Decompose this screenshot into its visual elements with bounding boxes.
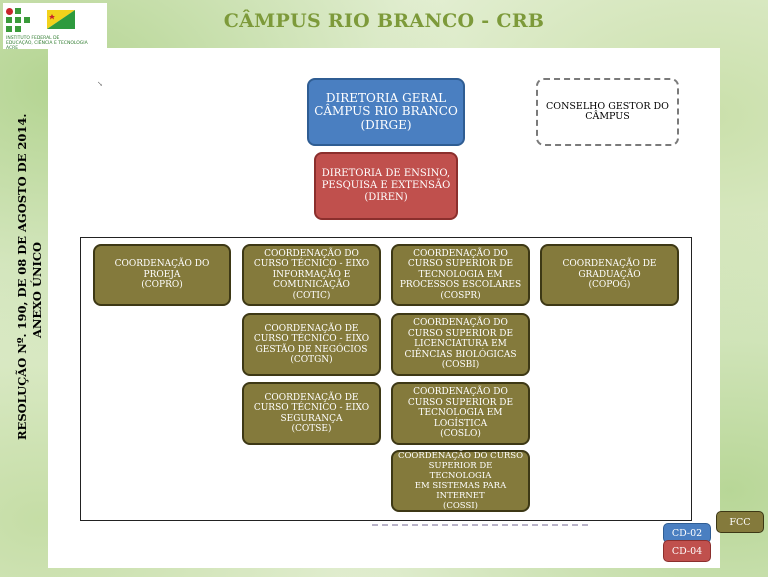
- small-marker: ↘: [97, 80, 103, 88]
- cotse-box[interactable]: COORDENAÇÃO DE CURSO TÉCNICO - EIXO SEGU…: [242, 382, 381, 445]
- logo-red-dot: [6, 8, 13, 15]
- logo-square: [15, 8, 21, 14]
- institute-logo: INSTITUTO FEDERAL DE EDUCAÇÃO, CIÊNCIA E…: [3, 3, 107, 51]
- conselho-gestor-box[interactable]: CONSELHO GESTOR DO CÂMPUS: [536, 78, 679, 146]
- cosbi-box[interactable]: COORDENAÇÃO DO CURSO SUPERIOR DE LICENCI…: [391, 313, 530, 376]
- cossi-box[interactable]: COORDENAÇÃO DO CURSO SUPERIOR DE TECNOLO…: [391, 450, 530, 512]
- logo-text: INSTITUTO FEDERAL DE EDUCAÇÃO, CIÊNCIA E…: [6, 36, 88, 51]
- coordinations-frame: [80, 237, 692, 521]
- cospr-box[interactable]: COORDENAÇÃO DO CURSO SUPERIOR DE TECNOLO…: [391, 244, 530, 306]
- legend-fcc: FCC: [716, 511, 764, 533]
- page-title: CÂMPUS RIO BRANCO - CRB: [223, 10, 545, 32]
- logo-square: [24, 17, 30, 23]
- resolution-vertical-text: RESOLUÇÃO Nº. 190, DE 08 DE AGOSTO DE 20…: [15, 113, 44, 440]
- logo-square: [15, 17, 21, 23]
- cotic-box[interactable]: COORDENAÇÃO DO CURSO TÉCNICO - EIXO INFO…: [242, 244, 381, 306]
- logo-square: [6, 17, 12, 23]
- copog-box[interactable]: COORDENAÇÃO DE GRADUAÇÃO (COPOG): [540, 244, 679, 306]
- logo-square: [6, 26, 12, 32]
- legend-cd04: CD-04: [663, 540, 711, 562]
- cotgn-box[interactable]: COORDENAÇÃO DE CURSO TÉCNICO - EIXO GEST…: [242, 313, 381, 376]
- faint-dashed-line: [372, 524, 592, 526]
- dirge-box[interactable]: DIRETORIA GERAL CÂMPUS RIO BRANCO (DIRGE…: [307, 78, 465, 146]
- copro-box[interactable]: COORDENAÇÃO DO PROEJA (COPRO): [93, 244, 231, 306]
- coslo-box[interactable]: COORDENAÇÃO DO CURSO SUPERIOR DE TECNOLO…: [391, 382, 530, 445]
- acre-flag-icon: [47, 10, 75, 29]
- diren-box[interactable]: DIRETORIA DE ENSINO, PESQUISA E EXTENSÃO…: [314, 152, 458, 220]
- logo-square: [15, 26, 21, 32]
